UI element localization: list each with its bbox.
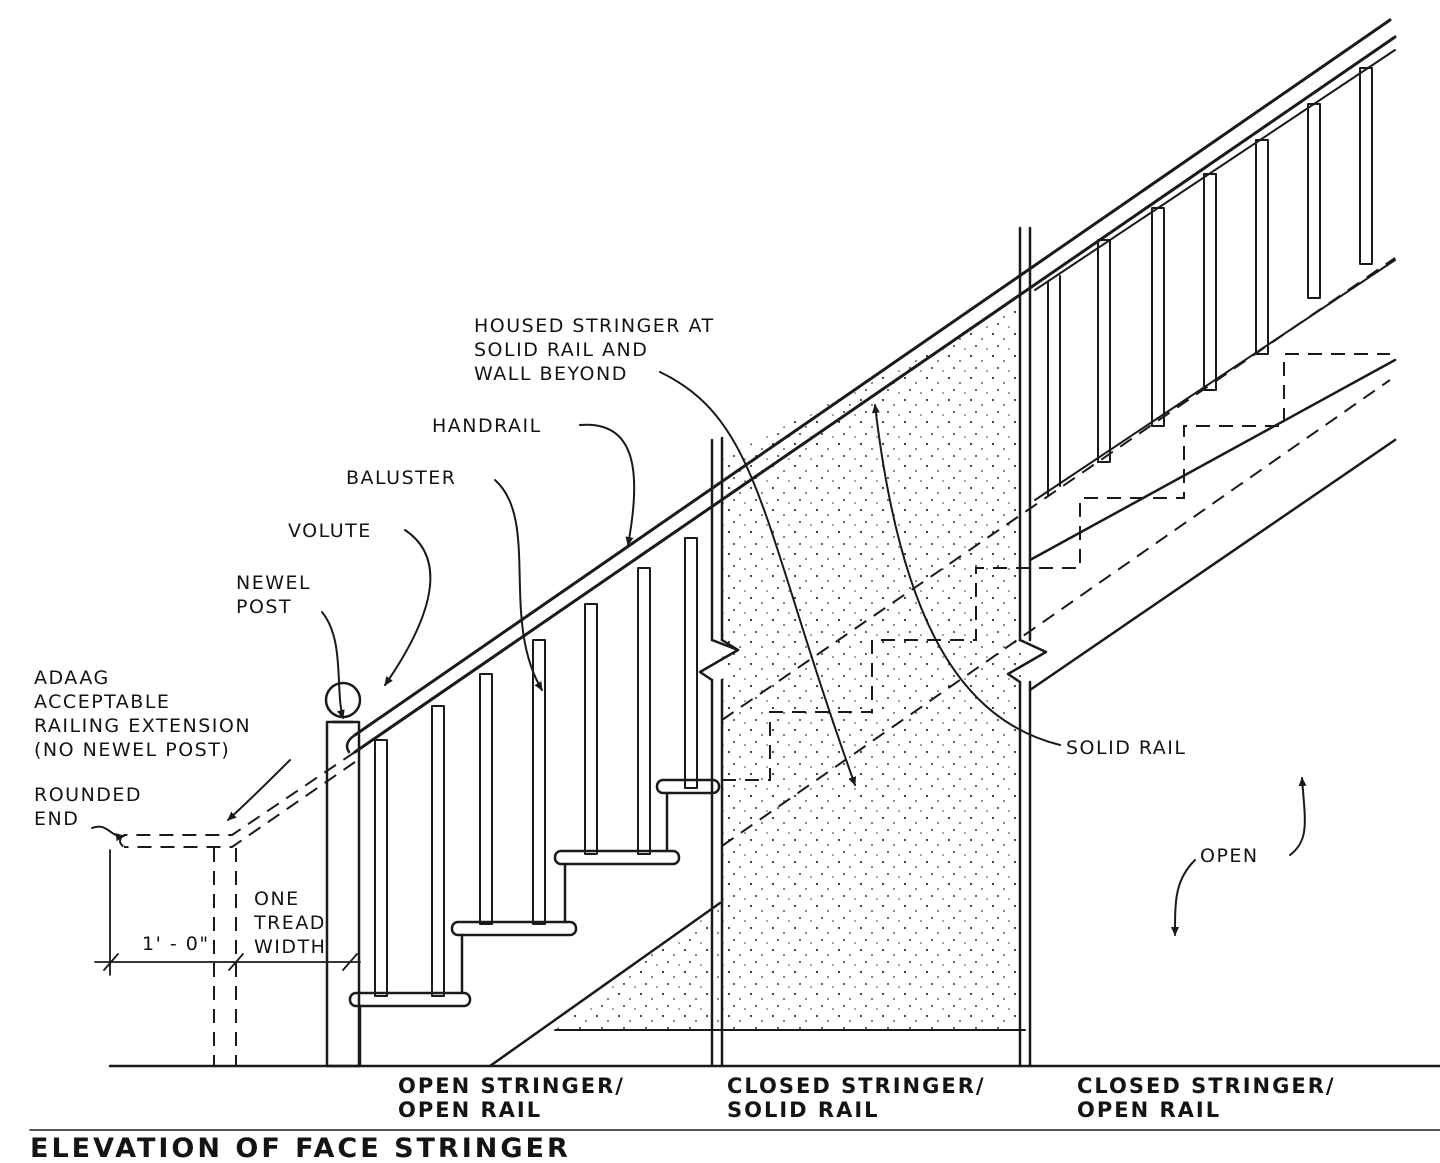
label-dimension: 1' - 0" [142,933,210,955]
label-rounded-end-2: END [34,808,79,830]
label-housed-stringer-2: SOLID RAIL AND [474,339,648,361]
diagram-title: ELEVATION OF FACE STRINGER [30,1133,571,1163]
balusters-closed-open [1034,67,1396,501]
dashed-stair-profile [721,257,1396,847]
section-closed-open-2: OPEN RAIL [1077,1098,1221,1122]
closed-stringer-right [1028,358,1397,692]
label-housed-stringer-1: HOUSED STRINGER AT [474,315,715,337]
label-housed-stringer-3: WALL BEYOND [474,363,628,385]
railing-extension [119,751,356,1066]
label-newel-post-1: NEWEL [236,572,311,594]
dimension-lines [94,849,361,976]
label-adaag-4: (NO NEWEL POST) [34,739,230,761]
label-volute: VOLUTE [288,520,372,542]
label-newel-post-2: POST [236,596,292,618]
label-adaag-1: ADAAG [34,667,110,689]
leaders [91,371,1307,936]
section-open-stringer-2: OPEN RAIL [398,1098,542,1122]
solid-rail-stipple [555,300,1025,1030]
section-closed-solid-2: SOLID RAIL [727,1098,880,1122]
label-one-tread-width-3: WIDTH [254,936,326,958]
section-open-stringer-1: OPEN STRINGER/ [398,1074,625,1098]
balusters-open [374,537,698,997]
volute [345,733,357,754]
label-solid-rail: SOLID RAIL [1066,737,1187,759]
handrail [353,18,1397,754]
section-closed-solid-1: CLOSED STRINGER/ [727,1074,986,1098]
label-one-tread-width-2: TREAD [253,912,326,934]
label-rounded-end-1: ROUNDED [34,784,142,806]
newel-post [324,681,362,1068]
label-one-tread-width-1: ONE [254,888,300,910]
stringer-post-1 [698,436,740,1068]
stringer-bottom [488,901,722,1068]
label-handrail: HANDRAIL [432,415,542,437]
label-adaag-3: RAILING EXTENSION [34,715,251,737]
stair-treads [348,778,721,1068]
section-closed-open-1: CLOSED STRINGER/ [1077,1074,1336,1098]
label-open: OPEN [1200,845,1259,867]
label-baluster: BALUSTER [346,467,456,489]
stringer-post-2 [1006,226,1048,1068]
label-adaag-2: ACCEPTABLE [34,691,170,713]
